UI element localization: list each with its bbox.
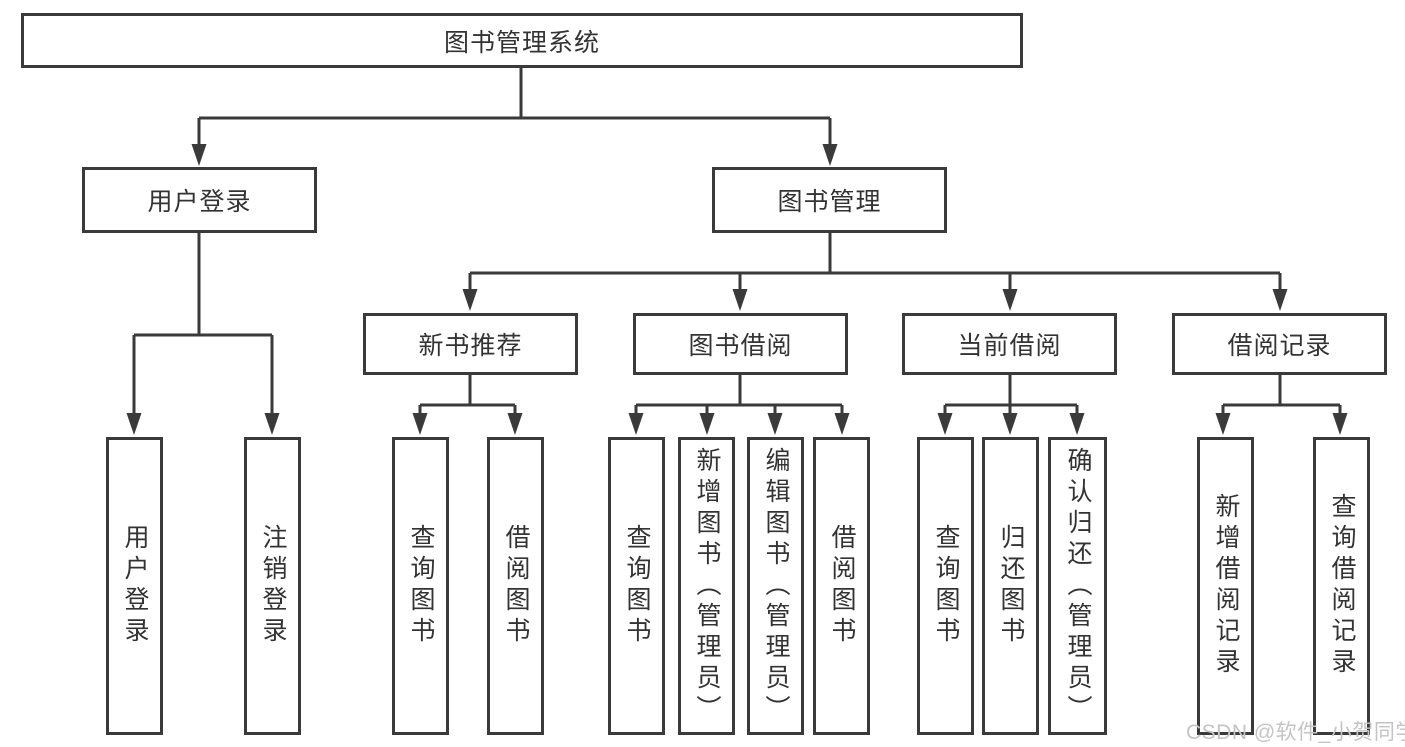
arrowhead-icons	[126, 144, 1348, 435]
arrowhead-icon	[1069, 413, 1085, 435]
arrowhead-icon	[1272, 289, 1288, 311]
node-borrow-edit-books-admin: 编辑图书（管理员）	[747, 437, 804, 735]
arrowhead-icon	[1215, 413, 1231, 435]
arrowhead-icon	[412, 413, 428, 435]
arrowhead-icon	[628, 413, 644, 435]
node-borrow-borrow-books: 借阅图书	[813, 437, 870, 735]
node-borrow-add-books-admin: 新增图书（管理员）	[678, 437, 735, 735]
arrowhead-icon	[732, 289, 748, 311]
node-logout: 注销登录	[244, 437, 301, 735]
node-newbook-borrow-books: 借阅图书	[487, 437, 544, 735]
arrowhead-icon	[462, 289, 478, 311]
node-borrow-record: 借阅记录	[1172, 313, 1387, 375]
arrowhead-icon	[1002, 289, 1018, 311]
tree-edges	[132, 68, 1342, 416]
arrowhead-icon	[1002, 413, 1018, 435]
node-current-return-books: 归还图书	[982, 437, 1039, 735]
arrowhead-icon	[937, 413, 953, 435]
arrowhead-icon	[1332, 413, 1348, 435]
node-login: 用户登录	[106, 437, 163, 735]
arrowhead-icon	[507, 413, 523, 435]
arrowhead-icon	[126, 413, 142, 435]
arrowhead-icon	[822, 144, 838, 166]
node-current-confirm-return-admin: 确认归还（管理员）	[1048, 437, 1107, 735]
node-newbook-query-books: 查询图书	[392, 437, 449, 735]
arrowhead-icon	[191, 144, 207, 166]
node-new-book-recommend: 新书推荐	[363, 313, 578, 375]
node-book-management: 图书管理	[712, 167, 947, 233]
node-current-query-books: 查询图书	[917, 437, 974, 735]
node-root: 图书管理系统	[21, 13, 1023, 68]
node-record-query: 查询借阅记录	[1313, 437, 1370, 735]
arrowhead-icon	[699, 413, 715, 435]
node-record-add: 新增借阅记录	[1197, 437, 1254, 735]
node-current-borrow: 当前借阅	[902, 313, 1117, 375]
csdn-watermark: CSDN @软件_小贺同学	[1186, 721, 1405, 744]
node-borrow-query-books: 查询图书	[608, 437, 665, 735]
arrowhead-icon	[834, 413, 850, 435]
node-user-login: 用户登录	[82, 167, 317, 233]
node-book-borrow: 图书借阅	[633, 313, 848, 375]
arrowhead-icon	[767, 413, 783, 435]
arrowhead-icon	[264, 413, 280, 435]
